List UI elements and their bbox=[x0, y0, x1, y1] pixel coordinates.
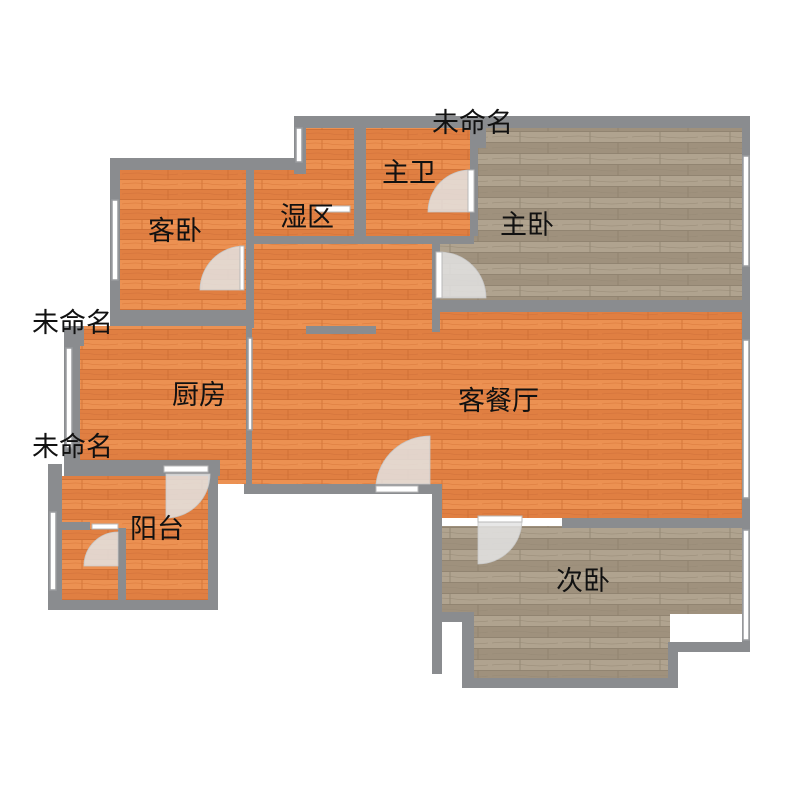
room-label-guest-bedroom: 客卧 bbox=[148, 216, 202, 247]
wall bbox=[432, 300, 750, 312]
wall bbox=[742, 116, 750, 526]
wall bbox=[246, 158, 254, 328]
door-swing bbox=[439, 251, 487, 299]
wall bbox=[294, 116, 750, 128]
wall bbox=[60, 522, 90, 530]
wall bbox=[208, 460, 218, 610]
door-leaf bbox=[315, 205, 351, 213]
wall bbox=[252, 236, 474, 244]
room-label-second-bedroom: 次卧 bbox=[556, 566, 610, 597]
windows bbox=[49, 127, 750, 641]
doors bbox=[83, 169, 523, 567]
door-swing bbox=[427, 169, 471, 213]
floor-second-bedroom-lower bbox=[474, 610, 670, 678]
door-swing bbox=[477, 519, 523, 565]
wall bbox=[64, 326, 84, 346]
window bbox=[295, 127, 303, 163]
door-leaf bbox=[477, 515, 523, 523]
wall bbox=[48, 600, 218, 610]
door-leaf bbox=[467, 169, 475, 213]
wall bbox=[562, 518, 750, 528]
floor-master-bedroom bbox=[476, 128, 742, 300]
floor-kitchen bbox=[76, 326, 248, 466]
floor-wet-area-top bbox=[306, 128, 356, 173]
floor-wet-area bbox=[254, 170, 354, 236]
wall bbox=[462, 678, 678, 688]
door-swing bbox=[375, 435, 431, 485]
window bbox=[247, 337, 253, 431]
wall bbox=[476, 128, 486, 148]
door-leaf bbox=[435, 251, 443, 299]
wall bbox=[432, 612, 472, 622]
window bbox=[111, 199, 119, 281]
room-label-master-bedroom: 主卧 bbox=[500, 210, 554, 241]
floors bbox=[60, 128, 742, 678]
wall bbox=[110, 158, 252, 170]
door-leaf bbox=[375, 485, 419, 493]
door-leaf bbox=[163, 465, 209, 473]
room-label-wet-area: 湿区 bbox=[280, 202, 334, 233]
room-label-master-bath: 主卫 bbox=[382, 158, 436, 189]
room-label-kitchen: 厨房 bbox=[172, 380, 226, 411]
wall bbox=[118, 528, 126, 602]
wall bbox=[432, 484, 442, 674]
unnamed-label-left-upper: 未命名 bbox=[32, 308, 113, 339]
window bbox=[65, 347, 73, 449]
door-swing bbox=[83, 531, 119, 567]
unnamed-label-left-lower: 未命名 bbox=[32, 432, 113, 463]
room-label-living-dining: 客餐厅 bbox=[458, 386, 539, 417]
room-labels: 客卧 湿区 主卫 主卧 厨房 客餐厅 阳台 次卧 未命名 未命名 未命名 bbox=[32, 108, 610, 597]
wall bbox=[668, 642, 678, 688]
door-leaf bbox=[239, 245, 245, 291]
window bbox=[742, 339, 750, 499]
unnamed-label-top: 未命名 bbox=[432, 108, 513, 139]
floor-living-dining bbox=[432, 312, 742, 518]
wall bbox=[244, 484, 440, 494]
wall bbox=[306, 326, 376, 334]
wall bbox=[252, 158, 306, 170]
window bbox=[742, 529, 750, 641]
window bbox=[49, 511, 57, 591]
room-label-balcony: 阳台 bbox=[130, 514, 184, 545]
window bbox=[742, 155, 750, 267]
door-leaf bbox=[91, 523, 119, 530]
wall bbox=[110, 310, 252, 326]
wall bbox=[354, 124, 366, 238]
wall bbox=[668, 642, 750, 652]
door-swing bbox=[165, 473, 211, 519]
wall bbox=[462, 612, 474, 686]
